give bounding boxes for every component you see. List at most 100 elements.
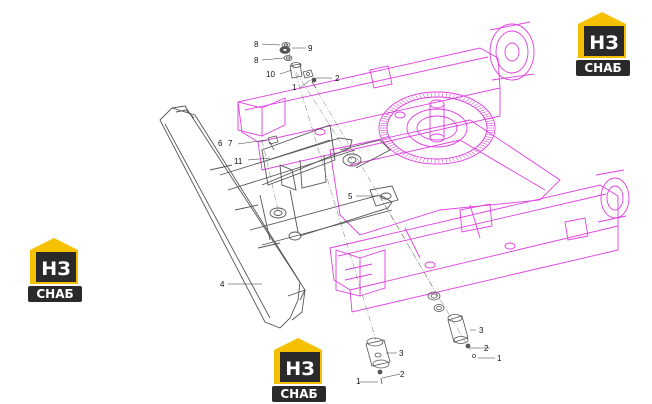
gear-tooth	[458, 96, 463, 101]
logo-top-right: НЗ СНАБ	[576, 12, 630, 76]
alignment-lines	[261, 41, 471, 351]
callout-9: 9	[308, 44, 313, 53]
gear-tooth	[477, 107, 484, 111]
gear-tooth	[482, 113, 490, 116]
logo-bottom: НЗ СНАБ	[272, 338, 326, 402]
gear-tooth	[404, 153, 410, 158]
gear-tooth	[380, 132, 388, 134]
gear-tooth	[485, 136, 492, 138]
gear-tooth	[401, 152, 407, 156]
gear-tooth	[388, 144, 395, 147]
callout-11: 11	[234, 157, 243, 166]
logo-caption: СНАБ	[584, 61, 621, 75]
gear-tooth	[393, 105, 399, 109]
gear-tooth	[430, 93, 433, 98]
gear-tooth	[472, 103, 479, 107]
gear-tooth	[458, 155, 463, 160]
gear-tooth	[415, 156, 419, 161]
gear-tooth	[485, 134, 493, 136]
gear-tooth	[483, 138, 491, 141]
gear-tooth	[445, 158, 448, 163]
gear-tooth	[401, 100, 407, 104]
callout-4: 4	[220, 280, 225, 289]
gear-tooth	[467, 152, 473, 156]
gear-tooth	[383, 115, 391, 118]
callout-labels: 8 9 8 10 2 1 6 7 11 5 4 2 3 1 3 2 1	[218, 40, 502, 386]
gear-tooth	[448, 158, 452, 163]
gear-tooth	[411, 96, 416, 101]
gear-tooth	[481, 111, 488, 114]
callout-10: 10	[266, 70, 275, 79]
gear-tooth	[384, 140, 392, 143]
gear-tooth	[475, 147, 481, 151]
callout-7: 7	[228, 139, 233, 148]
callout-2-right: 2	[484, 344, 489, 353]
gear-tooth	[430, 158, 433, 163]
gear-tooth	[475, 105, 481, 109]
gear-tooth	[408, 154, 413, 159]
gear-tooth	[388, 109, 395, 112]
gear-tooth	[452, 94, 455, 99]
callout-1-bottom: 1	[356, 377, 361, 386]
gear-tooth	[486, 132, 494, 134]
blade-frame	[219, 124, 399, 246]
gear-tooth	[441, 93, 444, 98]
gear-tooth	[470, 150, 476, 155]
logo-letters: НЗ	[41, 258, 70, 280]
undercarriage-frame	[237, 21, 630, 313]
gear-tooth	[470, 101, 476, 106]
callout-1-top: 1	[292, 83, 297, 92]
logo-left: НЗ СНАБ	[28, 238, 82, 302]
leader-lines	[228, 43, 495, 383]
gear-tooth	[461, 154, 466, 159]
logo-caption: СНАБ	[36, 287, 73, 301]
gear-tooth	[472, 149, 479, 153]
callout-6: 6	[218, 139, 223, 148]
gear-tooth	[452, 157, 455, 162]
gear-tooth	[426, 93, 429, 98]
gear-tooth	[395, 149, 402, 153]
gear-tooth	[479, 144, 486, 147]
callout-3-right: 3	[479, 326, 484, 335]
hardware-parts	[267, 42, 476, 385]
gear-tooth	[455, 95, 459, 100]
logo-letters: НЗ	[589, 32, 618, 54]
logo-caption: СНАБ	[280, 387, 317, 401]
gear-tooth	[482, 140, 490, 143]
gear-tooth	[398, 150, 404, 155]
gear-tooth	[382, 118, 389, 120]
gear-tooth	[393, 147, 399, 151]
logo-letters: НЗ	[285, 358, 314, 380]
gear-tooth	[411, 155, 416, 160]
gear-tooth	[381, 120, 389, 122]
gear-tooth	[383, 138, 391, 141]
callout-5: 5	[348, 192, 353, 201]
callout-8b: 8	[254, 56, 259, 65]
gear-tooth	[404, 98, 410, 103]
gear-tooth	[419, 94, 422, 99]
gear-tooth	[441, 158, 444, 163]
gear-tooth	[477, 145, 484, 149]
gear-tooth	[408, 97, 413, 102]
gear-tooth	[381, 134, 389, 136]
gear-tooth	[390, 145, 397, 149]
gear-tooth	[448, 93, 452, 98]
gear-tooth	[485, 120, 493, 122]
callout-8a: 8	[254, 40, 259, 49]
gear-tooth	[419, 157, 422, 162]
gear-tooth	[461, 97, 466, 102]
gear-tooth	[382, 136, 389, 138]
gear-tooth	[386, 111, 393, 114]
gear-tooth	[386, 142, 393, 145]
gear-tooth	[445, 93, 448, 98]
gear-tooth	[422, 158, 426, 163]
callout-3-bottom: 3	[399, 349, 404, 358]
gear-tooth	[467, 100, 473, 104]
gear-tooth	[485, 118, 492, 120]
gear-tooth	[455, 156, 459, 161]
gear-tooth	[479, 109, 486, 112]
gear-tooth	[398, 101, 404, 106]
gear-tooth	[395, 103, 402, 107]
